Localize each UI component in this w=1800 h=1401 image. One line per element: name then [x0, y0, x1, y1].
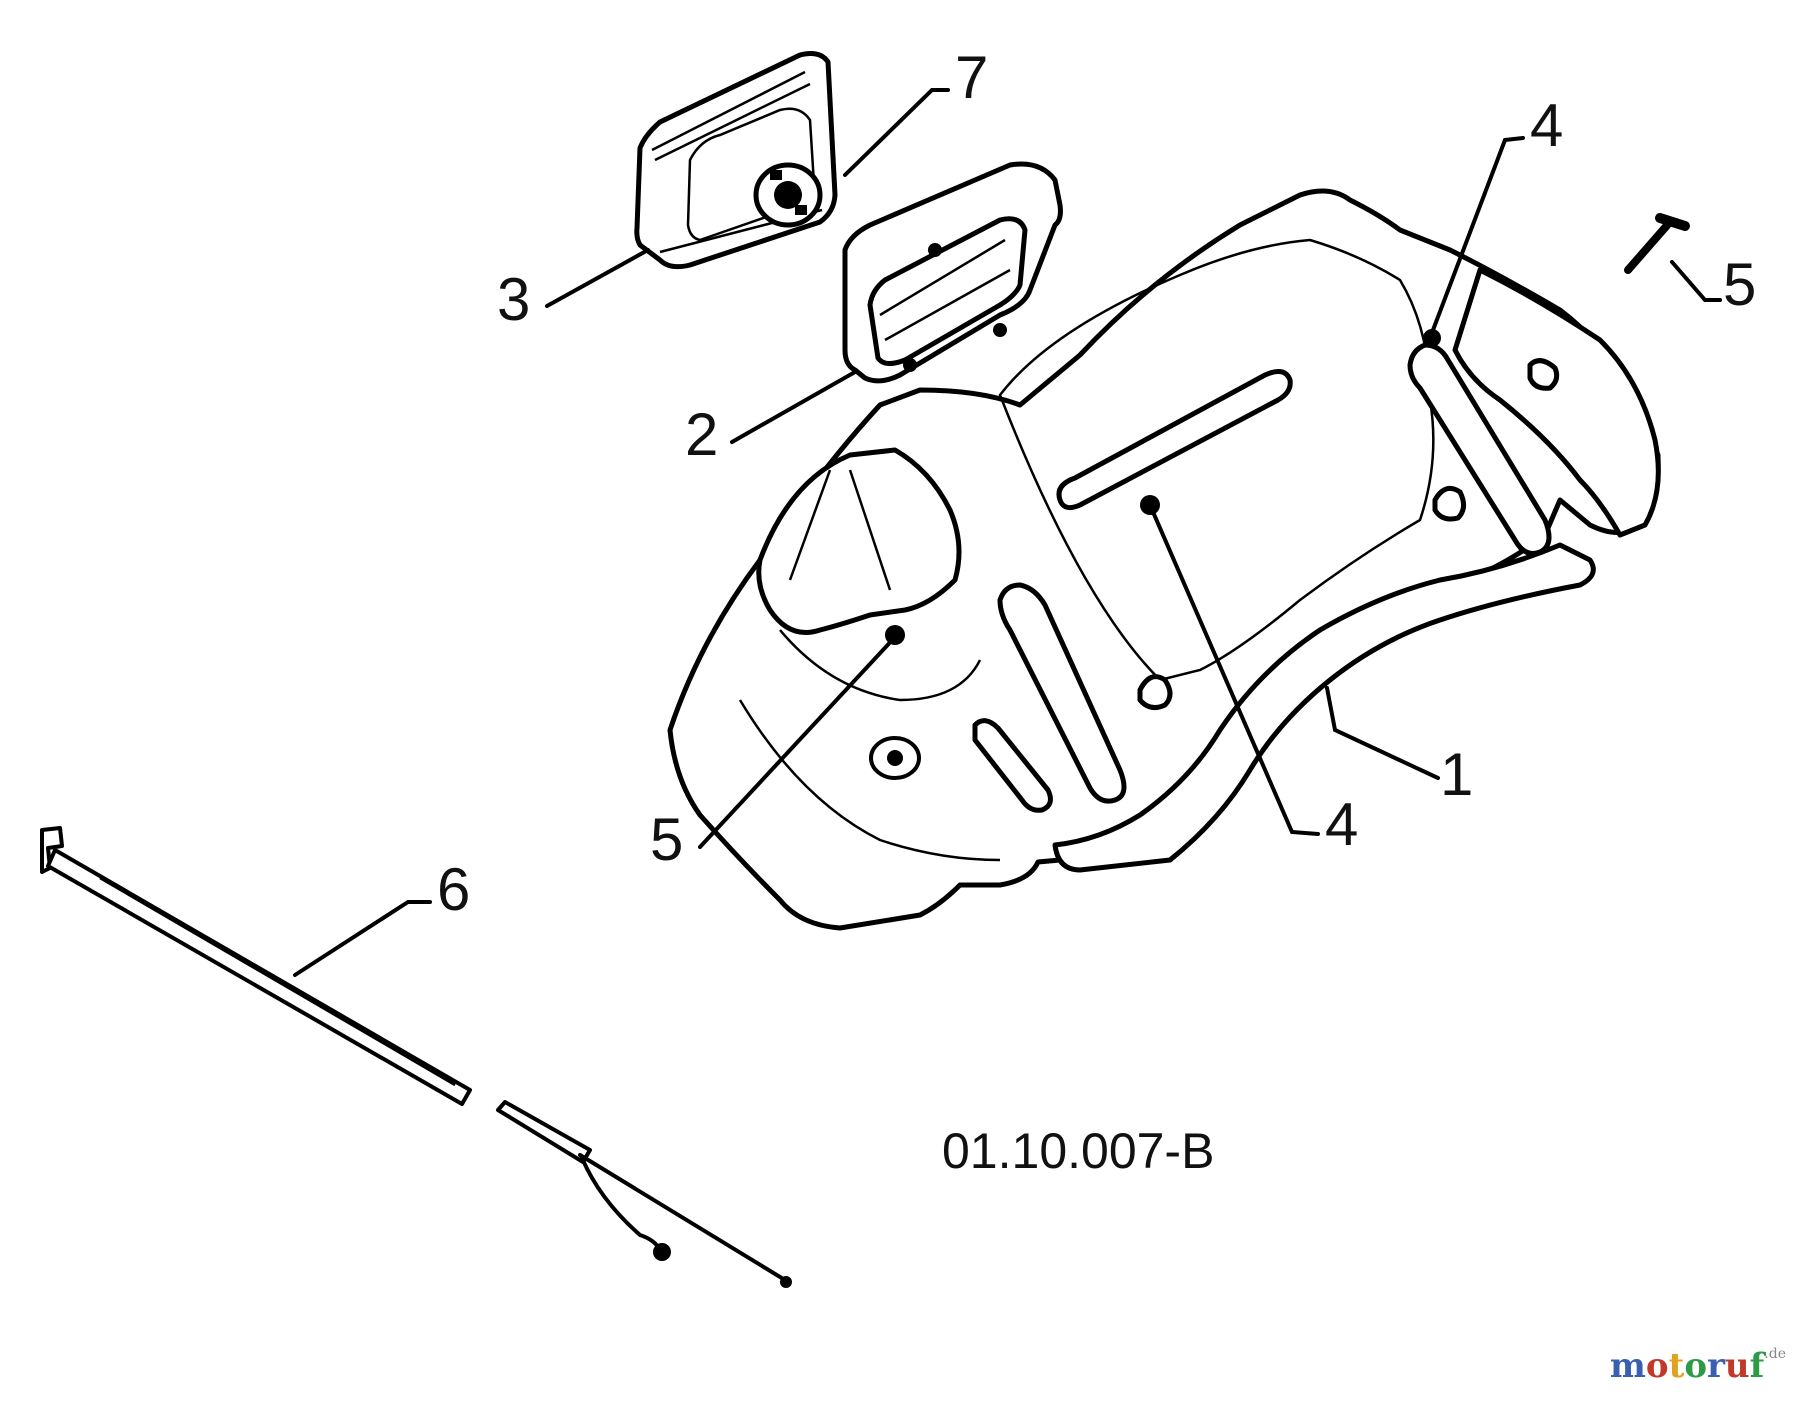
callout-5-right: 5: [1723, 251, 1756, 318]
callout-1: 1: [1440, 741, 1473, 808]
leader-6: [293, 900, 432, 977]
part-2-bezel: [842, 161, 1063, 384]
callout-4-bottom: 4: [1325, 791, 1358, 858]
leader-7: [843, 88, 950, 177]
callout-2: 2: [685, 401, 718, 468]
watermark-logo: motoruf.de: [1610, 1346, 1786, 1386]
leader-4b: [1148, 503, 1320, 836]
watermark-suffix: .de: [1764, 1346, 1786, 1362]
callout-4-top: 4: [1530, 92, 1563, 159]
callout-6: 6: [437, 856, 470, 923]
watermark-letter: o: [1645, 1346, 1669, 1386]
watermark-letter: m: [1609, 1346, 1646, 1386]
leader-lines: [293, 88, 1722, 977]
watermark-letter: o: [1684, 1346, 1707, 1386]
watermark-letter: t: [1668, 1346, 1685, 1386]
watermark-letter: f: [1749, 1346, 1765, 1386]
callout-7: 7: [955, 44, 988, 111]
leader-5a: [698, 635, 897, 849]
leader-3: [545, 248, 650, 308]
leader-4a: [1428, 136, 1525, 340]
part-6-rod: [40, 826, 792, 1288]
callout-3: 3: [497, 266, 530, 333]
watermark-letter: r: [1707, 1346, 1725, 1386]
part-1-hood: [667, 188, 1661, 931]
callouts: 1 2 3 4 4 5 5 6 7 01.10.007-B: [437, 44, 1756, 1179]
leader-5b: [1670, 260, 1722, 302]
callout-5-left: 5: [650, 806, 683, 873]
leader-1: [1325, 686, 1440, 780]
part-3-headlight: [634, 51, 838, 270]
part-5-bolt: [1624, 213, 1690, 274]
leader-2: [730, 370, 857, 444]
watermark-letter: u: [1724, 1346, 1750, 1386]
drawing-code: 01.10.007-B: [942, 1123, 1214, 1179]
